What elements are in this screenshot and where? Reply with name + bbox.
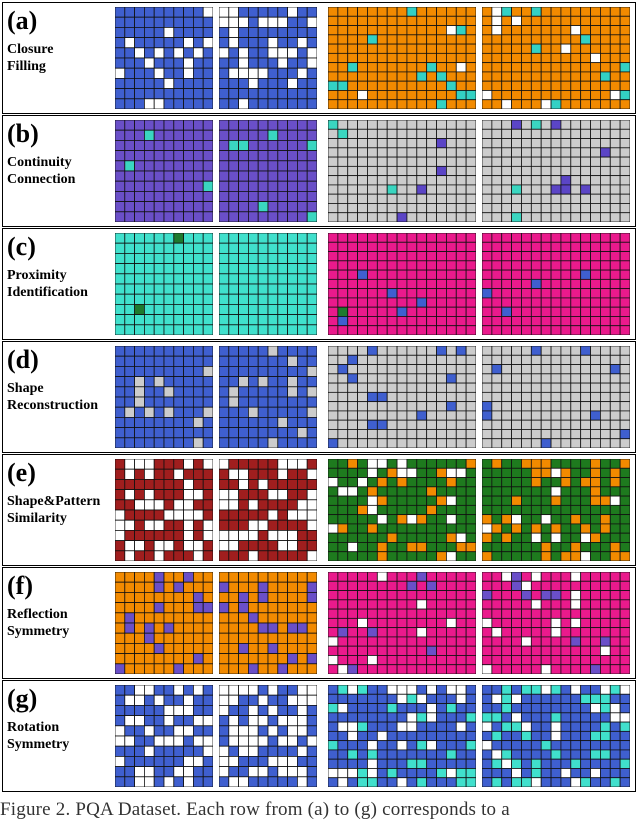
row-name-line1: Closure [7, 42, 54, 57]
input-grid-1 [115, 7, 213, 109]
input-grid-1 [115, 572, 213, 674]
row-name-line2: Identification [7, 285, 88, 300]
row-letter: (d) [7, 345, 39, 374]
row-name-line1: Reflection [7, 607, 68, 622]
row-name-line1: Shape&Pattern [7, 494, 101, 509]
input-grid-2 [328, 685, 476, 787]
input-grid-2 [328, 346, 476, 448]
output-grid-1 [219, 346, 317, 448]
row-letter: (f) [7, 571, 33, 600]
row-letter: (a) [7, 6, 38, 35]
row-name-line2: Connection [7, 172, 76, 187]
input-grid-1 [115, 120, 213, 222]
input-grid-2 [328, 572, 476, 674]
input-grid-2 [328, 120, 476, 222]
row-name-line1: Proximity [7, 268, 67, 283]
row-name-line1: Continuity [7, 155, 72, 170]
row-name-line1: Shape [7, 381, 44, 396]
output-grid-2 [482, 572, 630, 674]
output-grid-1 [219, 120, 317, 222]
output-grid-2 [482, 233, 630, 335]
row-name-line1: Rotation [7, 720, 60, 735]
output-grid-1 [219, 7, 317, 109]
input-grid-2 [328, 233, 476, 335]
output-grid-2 [482, 685, 630, 787]
output-grid-1 [219, 572, 317, 674]
row-name-line2: Symmetry [7, 624, 70, 639]
output-grid-2 [482, 459, 630, 561]
row-letter: (c) [7, 232, 36, 261]
row-letter: (g) [7, 684, 38, 713]
row-name-line2: Symmetry [7, 737, 70, 752]
row-name-line2: Reconstruction [7, 398, 98, 413]
output-grid-1 [219, 233, 317, 335]
input-grid-1 [115, 233, 213, 335]
input-grid-2 [328, 7, 476, 109]
output-grid-2 [482, 346, 630, 448]
row-letter: (b) [7, 119, 39, 148]
row-name-line2: Similarity [7, 511, 67, 526]
input-grid-1 [115, 685, 213, 787]
output-grid-1 [219, 459, 317, 561]
input-grid-1 [115, 346, 213, 448]
input-grid-1 [115, 459, 213, 561]
row-letter: (e) [7, 458, 36, 487]
input-grid-2 [328, 459, 476, 561]
figure-caption: Figure 2. PQA Dataset. Each row from (a)… [0, 799, 510, 820]
output-grid-2 [482, 7, 630, 109]
output-grid-2 [482, 120, 630, 222]
output-grid-1 [219, 685, 317, 787]
row-name-line2: Filling [7, 59, 46, 74]
